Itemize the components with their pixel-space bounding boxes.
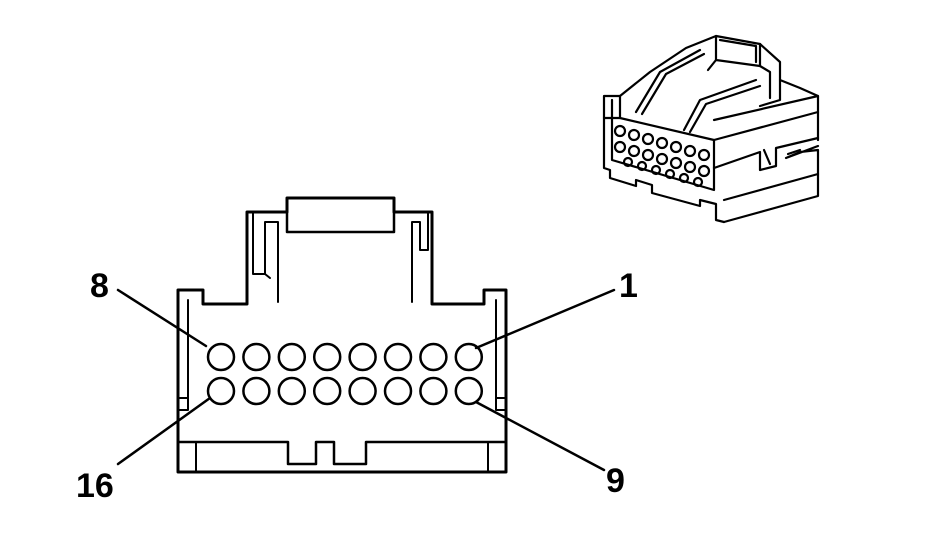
leader-line-8 (116, 288, 208, 348)
leader-lines (116, 288, 616, 472)
pin-cavity-6 (277, 342, 307, 372)
pin-label-top-right: 1 (619, 267, 638, 305)
pin-label-top-left: 8 (90, 267, 109, 305)
pin-cavity-1 (454, 342, 484, 372)
pin-label-bottom-right: 9 (606, 462, 625, 500)
connector-isometric-icon (602, 34, 820, 224)
pin-cavity-8 (206, 342, 236, 372)
pin-cavity-13 (312, 376, 342, 406)
pin-cavity-10 (419, 376, 448, 406)
pin-cavity-4 (348, 342, 377, 372)
pin-cavity-9 (454, 376, 484, 406)
pin-label-bottom-left: 16 (76, 467, 114, 505)
pin-cavity-5 (312, 342, 342, 372)
leader-line-9 (474, 400, 606, 472)
pin-cavity-14 (277, 376, 307, 406)
connector-face-outline (176, 196, 508, 474)
pin-cavity-7 (242, 342, 271, 372)
pin-cavity-2 (419, 342, 448, 372)
pin-cavity-11 (383, 376, 413, 406)
leader-line-16 (116, 396, 212, 466)
pin-cavity-16 (206, 376, 236, 406)
pin-cavity-12 (348, 376, 377, 406)
leader-line-1 (474, 288, 616, 350)
pin-cavity-3 (383, 342, 413, 372)
pin-grid (206, 342, 484, 406)
pin-cavity-15 (242, 376, 271, 406)
